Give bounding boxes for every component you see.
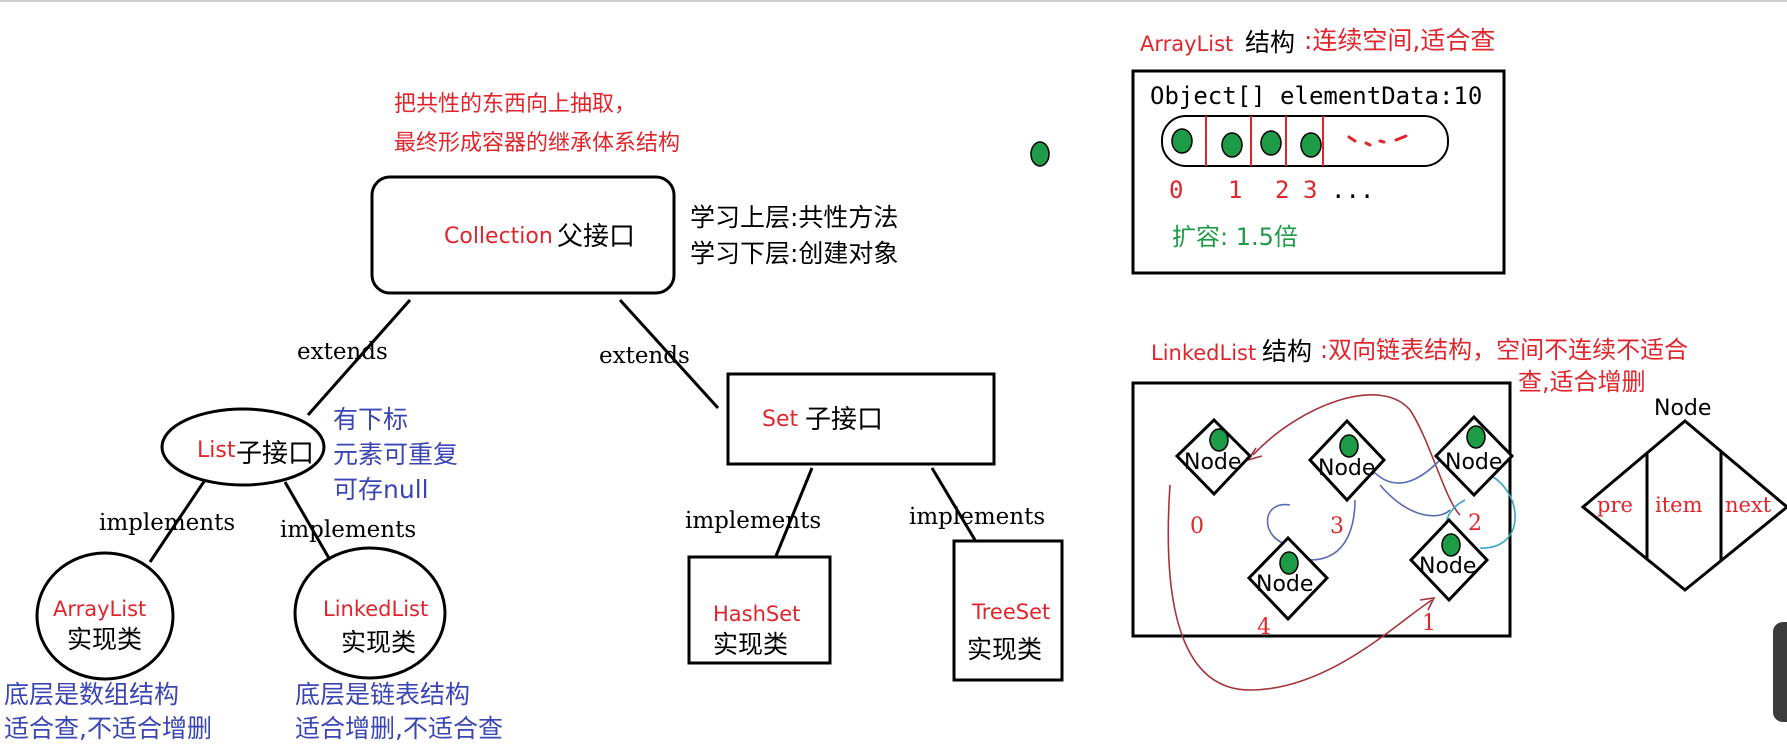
set-box [726, 372, 996, 466]
impl-label-1: implements [99, 510, 235, 536]
list-trait-null: 可存null [333, 475, 429, 504]
note-line-1: 把共性的东西向上抽取， [394, 92, 636, 117]
impl-line-linkedlist [283, 481, 332, 561]
impl-line-treeset [930, 467, 977, 541]
impl-line-hashset [774, 467, 814, 557]
link-curve-blue-3 [1371, 459, 1441, 484]
linked-node-4-label: Node [1256, 572, 1313, 597]
array-element-3 [1300, 132, 1322, 158]
set-label: Set [762, 407, 799, 432]
hashset-label: HashSet [713, 602, 800, 626]
arraylist-suffix: 实现类 [67, 625, 142, 654]
array-index-2: 2 [1275, 176, 1289, 204]
array-element-0 [1171, 128, 1193, 154]
linked-node-2-label: Node [1445, 450, 1502, 475]
set-suffix: 子接口 [805, 405, 883, 435]
array-ellipsis-marks [1347, 134, 1408, 147]
array-element-1 [1221, 132, 1243, 158]
arraylist-struct-title-black: 结构 [1245, 28, 1295, 57]
linkedlist-desc-2: 适合增删,不适合查 [295, 714, 503, 743]
linked-node-1-label: Node [1419, 554, 1476, 579]
study-lower: 学习下层:创建对象 [690, 239, 898, 268]
extends-line-left [306, 299, 412, 416]
arraylist-circle [35, 551, 175, 681]
linked-node-0-label: Node [1184, 450, 1241, 475]
scroll-handle[interactable] [1773, 622, 1787, 722]
hashset-box [687, 555, 832, 665]
list-ellipse [160, 407, 326, 487]
list-trait-repeat: 元素可重复 [333, 440, 458, 469]
linked-node-0: Node [1174, 417, 1253, 497]
link-curve-arrow-1 [1419, 596, 1436, 611]
linked-index-2: 2 [1468, 511, 1482, 536]
linkedlist-struct-title-black: 结构 [1262, 337, 1312, 366]
impl-label-4: implements [909, 504, 1045, 530]
linkedlist-struct-title-desc: :双向链表结构，空间不连续不适合 [1320, 336, 1688, 364]
array-element-2 [1260, 130, 1282, 156]
treeset-box [952, 539, 1064, 682]
node-legend-title: Node [1654, 396, 1711, 421]
list-label: List [197, 438, 236, 463]
extends-label-right: extends [599, 343, 690, 369]
linkedlist-struct-box [1131, 381, 1512, 638]
list-suffix: 子接口 [236, 439, 314, 469]
arraylist-struct-field: Object[] elementData:10 [1150, 82, 1482, 110]
impl-label-2: implements [280, 517, 416, 543]
link-curve-top-red [1252, 394, 1461, 516]
linked-index-0: 0 [1190, 514, 1204, 539]
linkedlist-struct-title-desc-2: 查,适合增删 [1518, 368, 1646, 396]
list-trait-index: 有下标 [333, 405, 408, 434]
arraylist-struct-box [1131, 69, 1506, 275]
array-index-1: 1 [1228, 176, 1242, 204]
arraylist-label: ArrayList [53, 597, 146, 621]
linkedlist-desc-1: 底层是链表结构 [295, 680, 470, 709]
linked-index-4: 4 [1257, 615, 1271, 640]
linked-node-2: Node [1433, 414, 1515, 498]
collection-box [370, 175, 676, 295]
linkedlist-struct-title-red: LinkedList [1151, 341, 1256, 365]
arraylist-struct-title-desc: :连续空间,适合查 [1304, 26, 1495, 55]
node-legend-next: next [1725, 493, 1772, 517]
linked-node-3: Node [1307, 418, 1387, 503]
linkedlist-label: LinkedList [323, 597, 428, 621]
stray-dot [1030, 141, 1050, 167]
treeset-label: TreeSet [971, 600, 1050, 624]
linked-node-1: Node [1408, 517, 1490, 603]
linked-node-3-label: Node [1318, 456, 1375, 481]
arraylist-struct-title-red: ArrayList [1140, 32, 1233, 56]
note-line-2: 最终形成容器的继承体系结构 [394, 131, 680, 156]
link-curve-big-outer [1167, 484, 1433, 691]
extends-label-left: extends [297, 339, 388, 365]
impl-line-arraylist [148, 479, 207, 563]
collection-suffix: 父接口 [557, 222, 635, 252]
link-curve-blue-2 [1309, 499, 1356, 561]
linkedlist-suffix: 实现类 [341, 628, 416, 657]
link-curve-blue-4 [1379, 484, 1451, 517]
arraylist-grow: 扩容: 1.5倍 [1172, 223, 1298, 251]
linked-index-1: 1 [1422, 611, 1436, 636]
array-index-3: 3 [1303, 176, 1317, 204]
node-legend-diamond [1580, 419, 1787, 592]
linked-node-4: Node [1246, 535, 1330, 622]
node-legend-pre: pre [1597, 493, 1633, 517]
collection-label: Collection [444, 224, 553, 249]
linked-index-3: 3 [1330, 514, 1344, 539]
array-index-more: ... [1331, 176, 1374, 204]
link-curve-blue-1 [1266, 503, 1291, 546]
impl-label-3: implements [685, 508, 821, 534]
extends-line-right [618, 298, 720, 410]
treeset-suffix: 实现类 [967, 635, 1042, 664]
hashset-suffix: 实现类 [713, 630, 788, 659]
array-capsule [1161, 115, 1449, 167]
node-legend-item: item [1655, 493, 1703, 517]
arraylist-desc-2: 适合查,不适合增删 [4, 714, 212, 743]
study-upper: 学习上层:共性方法 [690, 203, 898, 232]
arraylist-desc-1: 底层是数组结构 [4, 680, 179, 709]
array-index-0: 0 [1169, 176, 1183, 204]
link-curve-cyan-1 [1479, 474, 1516, 549]
linkedlist-circle [293, 546, 447, 680]
